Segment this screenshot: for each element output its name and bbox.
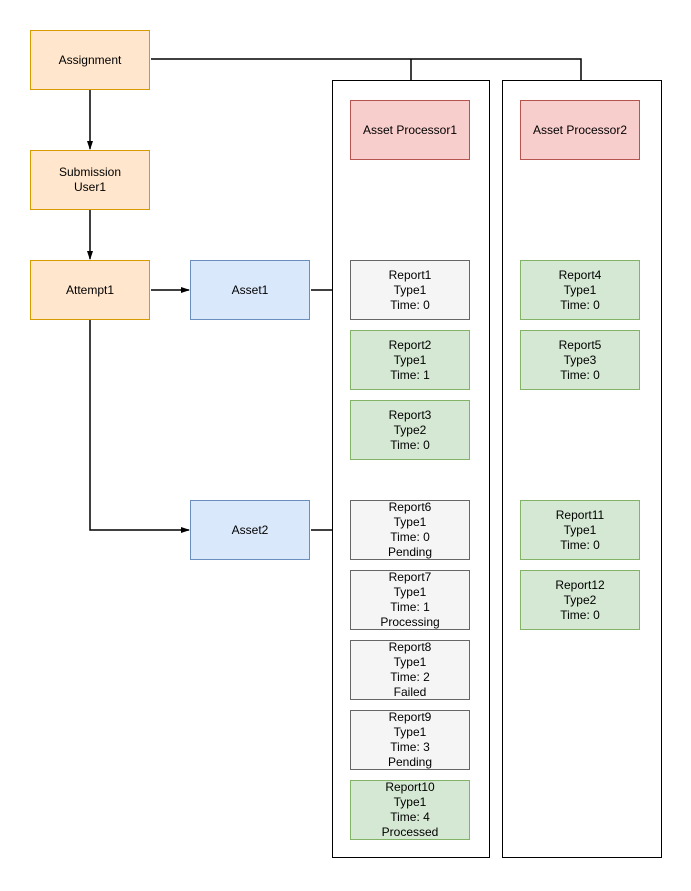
report-node-report12: Report12 Type2 Time: 0 (520, 570, 640, 630)
report-status: Processed (381, 825, 439, 839)
report-status: Failed (393, 685, 427, 699)
report-node-report11: Report11 Type1 Time: 0 (520, 500, 640, 560)
asset2-label: Asset2 (231, 522, 269, 537)
report-status: Pending (387, 755, 433, 769)
report-node-report8: Report8 Type1 Time: 2 Failed (350, 640, 470, 700)
report-type: Type1 (393, 352, 427, 367)
asset2-node: Asset2 (190, 500, 310, 560)
report-time: Time: 2 (390, 670, 430, 684)
attempt-label: Attempt1 (65, 282, 115, 297)
report-name: Report4 (558, 267, 602, 282)
report-type: Type2 (393, 422, 427, 437)
report-time: Time: 0 (390, 297, 430, 312)
report-name: Report1 (388, 267, 432, 282)
report-type: Type1 (393, 282, 427, 297)
submission-node: Submission User1 (30, 150, 150, 210)
processor2-node: Asset Processor2 (520, 100, 640, 160)
report-name: Report11 (555, 507, 605, 522)
report-type: Type3 (563, 352, 597, 367)
report-node-report4: Report4 Type1 Time: 0 (520, 260, 640, 320)
report-name: Report3 (388, 407, 432, 422)
report-node-report3: Report3 Type2 Time: 0 (350, 400, 470, 460)
report-type: Type1 (393, 795, 427, 809)
report-time: Time: 0 (560, 537, 600, 552)
report-status: Processing (380, 615, 440, 629)
report-time: Time: 0 (390, 437, 430, 452)
report-time: Time: 1 (390, 367, 430, 382)
report-name: Report8 (388, 640, 432, 654)
edge-attempt-asset2 (89, 320, 190, 533)
report-name: Report2 (388, 337, 432, 352)
assignment-label: Assignment (58, 52, 122, 67)
report-time: Time: 3 (390, 740, 430, 754)
report-type: Type1 (393, 725, 427, 739)
asset1-node: Asset1 (190, 260, 310, 320)
report-type: Type1 (393, 585, 427, 599)
report-node-report10: Report10 Type1 Time: 4 Processed (350, 780, 470, 840)
processor1-label: Asset Processor1 (362, 122, 458, 137)
report-type: Type2 (563, 592, 597, 607)
attempt-node: Attempt1 (30, 260, 150, 320)
report-time: Time: 4 (390, 810, 430, 824)
report-name: Report12 (555, 577, 605, 592)
processor2-container (502, 80, 662, 858)
submission-label-line1: Submission (58, 165, 122, 179)
report-time: Time: 0 (560, 367, 600, 382)
report-node-report9: Report9 Type1 Time: 3 Pending (350, 710, 470, 770)
report-type: Type1 (563, 282, 597, 297)
report-name: Report7 (388, 570, 432, 584)
report-type: Type1 (563, 522, 597, 537)
report-time: Time: 0 (560, 297, 600, 312)
report-node-report1: Report1 Type1 Time: 0 (350, 260, 470, 320)
processor1-node: Asset Processor1 (350, 100, 470, 160)
submission-label-line2: User1 (73, 180, 106, 194)
report-time: Time: 0 (390, 530, 430, 544)
report-node-report2: Report2 Type1 Time: 1 (350, 330, 470, 390)
report-node-report7: Report7 Type1 Time: 1 Processing (350, 570, 470, 630)
report-name: Report5 (558, 337, 602, 352)
report-name: Report6 (388, 500, 432, 514)
report-status: Pending (387, 545, 433, 559)
report-node-report6: Report6 Type1 Time: 0 Pending (350, 500, 470, 560)
report-type: Type1 (393, 515, 427, 529)
processor2-label: Asset Processor2 (532, 122, 628, 137)
report-node-report5: Report5 Type3 Time: 0 (520, 330, 640, 390)
report-name: Report10 (385, 780, 435, 794)
asset1-label: Asset1 (231, 282, 269, 297)
assignment-node: Assignment (30, 30, 150, 90)
report-name: Report9 (388, 710, 432, 724)
report-type: Type1 (393, 655, 427, 669)
report-time: Time: 1 (390, 600, 430, 614)
report-time: Time: 0 (560, 607, 600, 622)
